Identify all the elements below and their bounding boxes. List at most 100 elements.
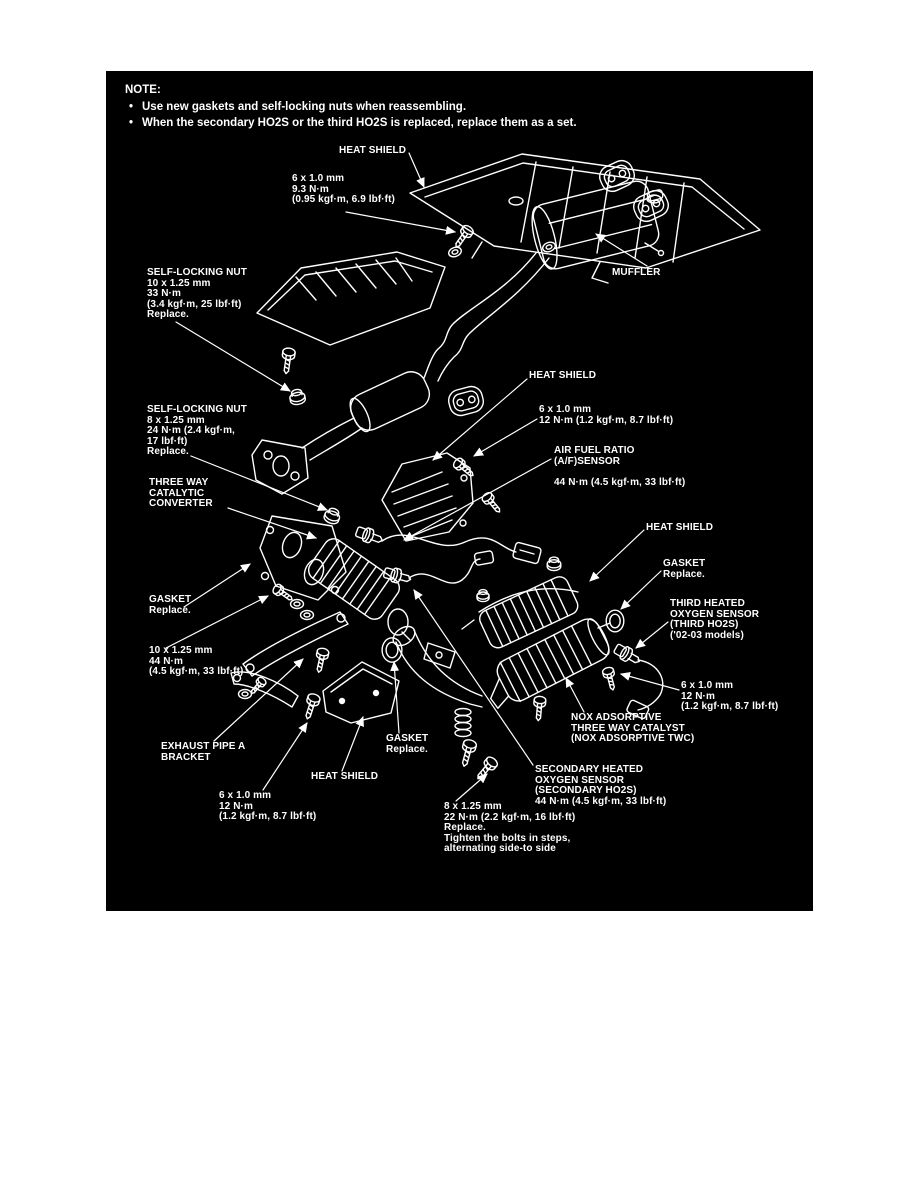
- label-heat-shield-mid: HEAT SHIELD: [529, 370, 597, 382]
- note-bullet-text: Use new gaskets and self-locking nuts wh…: [142, 101, 467, 113]
- note-bullet-text: When the secondary HO2S or the third HO2…: [142, 117, 577, 129]
- label-line: EXHAUST PIPE A: [161, 741, 246, 752]
- note-bullet: • When the secondary HO2S or the third H…: [125, 115, 577, 131]
- label-line: GASKET: [149, 594, 192, 605]
- leader-bolt-spec-44: [166, 596, 269, 648]
- leader-twc: [228, 508, 317, 540]
- label-line: THREE WAY CATALYST: [571, 722, 685, 734]
- note-bullets: • Use new gaskets and self-locking nuts …: [125, 99, 577, 131]
- leader-secondary-ho2s: [414, 589, 533, 765]
- label-line: NOX ADSORPTIVE: [571, 712, 662, 723]
- label-line: GASKET: [663, 558, 706, 569]
- label-line: 9.3 N·m: [292, 183, 329, 195]
- label-line: MUFFLER: [612, 267, 661, 278]
- label-line: (0.95 kgf·m, 6.9 lbf·ft): [292, 194, 395, 205]
- label-line: (4.5 kgf·m, 33 lbf·ft): [149, 666, 244, 677]
- label-line: Replace.: [663, 568, 705, 580]
- label-line: 22 N·m (2.2 kgf·m, 16 lbf·ft): [444, 811, 576, 823]
- label-heat-shield-top: HEAT SHIELD: [339, 145, 406, 157]
- bullet-dot: •: [129, 101, 134, 113]
- bullet-dot: •: [129, 117, 134, 129]
- three-way-catalytic-converter-part: [260, 516, 410, 640]
- label-heat-shield-bottom: HEAT SHIELD: [311, 771, 379, 783]
- label-line: THREE WAY: [149, 477, 209, 488]
- leader-gasket-right: [620, 571, 661, 610]
- label-line: (A/F)SENSOR: [554, 455, 621, 467]
- label-line: 6 x 1.0 mm: [292, 173, 345, 184]
- label-line: SELF-LOCKING NUT: [147, 404, 247, 415]
- label-line: (1.2 kgf·m, 8.7 lbf·ft): [219, 811, 317, 822]
- label-line: (THIRD HO2S): [670, 619, 739, 630]
- gasket-ring-right: [605, 609, 625, 633]
- label-line: HEAT SHIELD: [529, 370, 597, 381]
- label-line: CONVERTER: [149, 498, 213, 509]
- label-line: (3.4 kgf·m, 25 lbf·ft): [147, 298, 242, 310]
- label-line: (NOX ADSORPTIVE TWC): [571, 733, 695, 744]
- leader-nox: [566, 677, 584, 712]
- leader-bolt-spec-top: [346, 212, 456, 235]
- mid-catalyst-part: [462, 574, 581, 651]
- leader-heat-shield-bottom: [342, 716, 364, 771]
- label-line: 12 N·m: [681, 690, 715, 702]
- leader-third-ho2s: [635, 622, 668, 649]
- label-line: 6 x 1.0 mm: [219, 790, 272, 801]
- leader-nut-8: [191, 456, 328, 511]
- label-line: 6 x 1.0 mm: [539, 404, 592, 415]
- label-muffler: MUFFLER: [612, 267, 661, 279]
- label-line: Replace.: [147, 446, 189, 457]
- nox-adsorptive-twc-part: [478, 615, 614, 713]
- lower-heat-shield-part: [323, 662, 399, 723]
- label-line: Replace.: [149, 604, 191, 616]
- label-line: Replace.: [444, 822, 486, 833]
- note-title: NOTE:: [125, 84, 161, 96]
- air-fuel-ratio-sensor-part: [353, 523, 541, 564]
- label-line: 44 N·m (4.5 kgf·m, 33 lbf·ft): [535, 795, 667, 807]
- label-line: CATALYTIC: [149, 487, 205, 499]
- label-line: HEAT SHIELD: [646, 522, 714, 533]
- label-line: SELF-LOCKING NUT: [147, 267, 247, 278]
- label-line: ('02-03 models): [670, 629, 744, 641]
- leader-bolt-spec-mid: [473, 419, 537, 456]
- leader-bolt-spec-right: [620, 672, 679, 690]
- label-line: HEAT SHIELD: [311, 771, 379, 782]
- label-line: 8 x 1.25 mm: [444, 801, 502, 812]
- secondary-ho2s-part: [381, 551, 494, 587]
- label-line: Tighten the bolts in steps,: [444, 832, 571, 844]
- label-line: (1.2 kgf·m, 8.7 lbf·ft): [681, 701, 779, 712]
- label-line: GASKET: [386, 733, 429, 744]
- label-line: SECONDARY HEATED: [535, 764, 644, 775]
- diagram-panel: [106, 71, 813, 911]
- label-heat-shield-right: HEAT SHIELD: [646, 522, 714, 534]
- label-line: AIR FUEL RATIO: [554, 445, 635, 456]
- note-bullet: • Use new gaskets and self-locking nuts …: [125, 99, 577, 115]
- label-line: 17 lbf·ft): [147, 435, 188, 447]
- leader-gasket-bottom: [390, 661, 399, 733]
- label-line: alternating side-to side: [444, 843, 556, 854]
- leader-heat-shield-mid: [432, 379, 527, 461]
- floor-heat-shield-part: [257, 252, 445, 345]
- leader-nut-10: [176, 322, 291, 391]
- label-line: OXYGEN SENSOR: [670, 608, 760, 620]
- label-line: Replace.: [147, 309, 189, 320]
- label-line: (SECONDARY HO2S): [535, 785, 637, 796]
- leader-muffler: [595, 234, 647, 266]
- leader-heat-shield-top: [409, 153, 424, 188]
- note-block: NOTE: • Use new gaskets and self-locking…: [125, 82, 577, 131]
